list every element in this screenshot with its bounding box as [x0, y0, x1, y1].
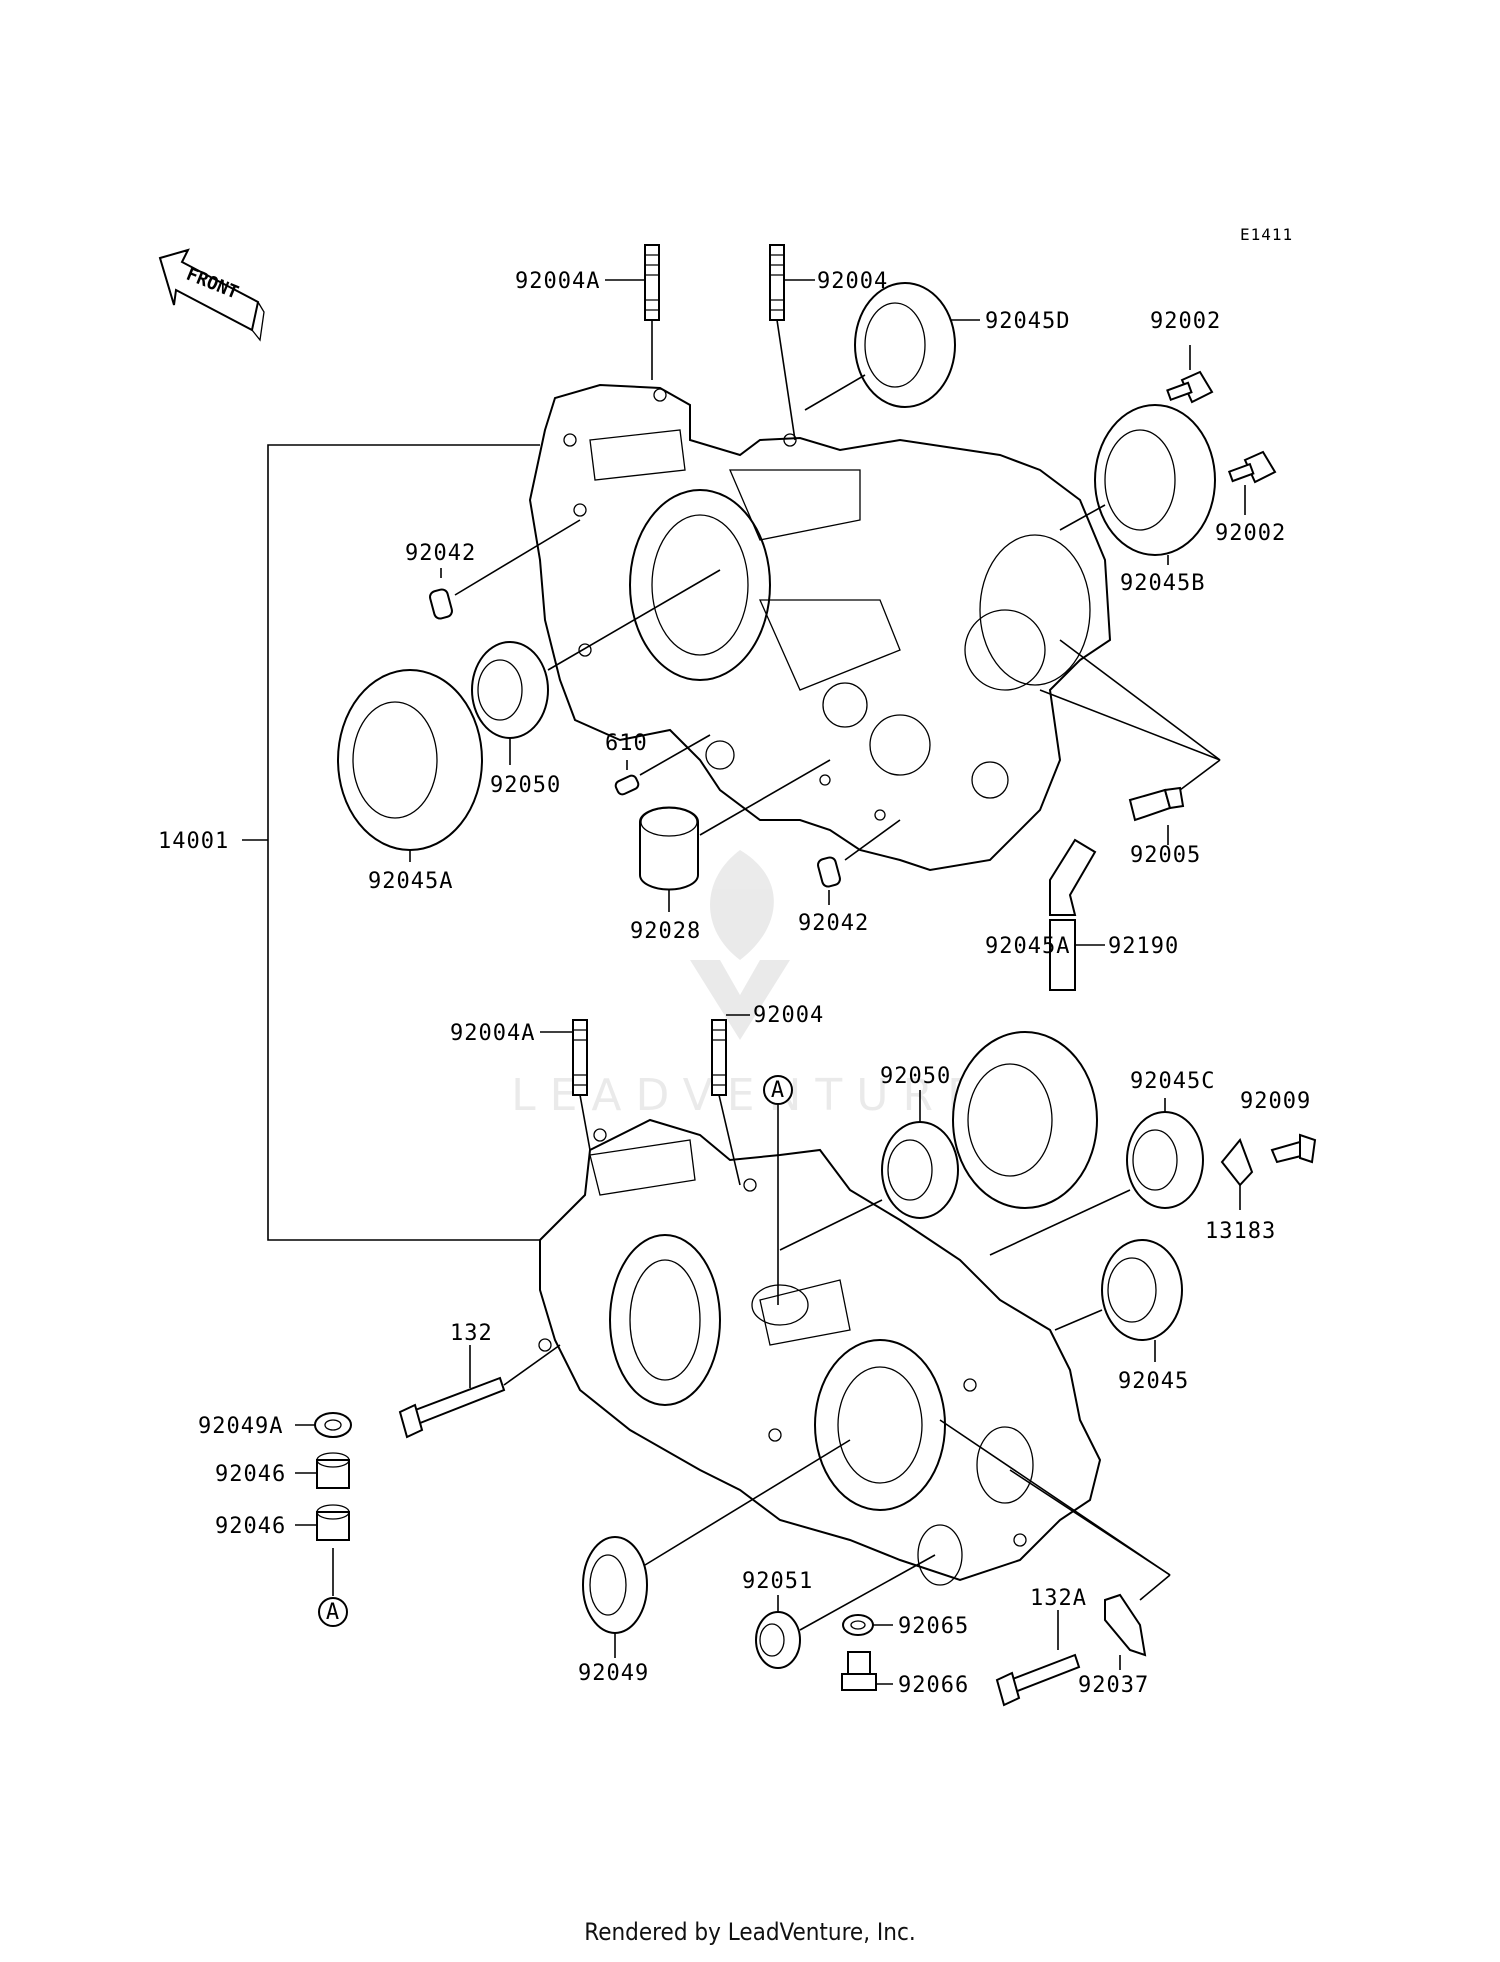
- bolt-132A: [995, 1610, 1081, 1707]
- plate-13183: [1220, 1138, 1254, 1210]
- washer-92065: [842, 1614, 893, 1636]
- callout-92049: 92049: [578, 1661, 649, 1686]
- callout-92065: 92065: [898, 1614, 969, 1639]
- clamp-92037: [939, 1419, 1171, 1670]
- callout-labels: 92004A 92004 92045D 92002 92002 92045B 9…: [158, 269, 1311, 1698]
- callout-92004A-top: 92004A: [515, 269, 600, 294]
- ref-marker-a-upper-label: A: [771, 1078, 785, 1103]
- collar-92028: [639, 759, 831, 912]
- bracket-14001: [242, 444, 540, 1241]
- callout-610: 610: [605, 731, 648, 756]
- ref-marker-a-lower-label: A: [326, 1600, 340, 1625]
- bolt-92002-a: [1166, 345, 1214, 404]
- bolt-132: [398, 1344, 561, 1439]
- diagram-id: E1411: [1240, 225, 1293, 244]
- callout-92045A-mid: 92045A: [985, 934, 1070, 959]
- callout-92045D: 92045D: [985, 309, 1070, 334]
- watermark-text: LEADVENTURE: [511, 1070, 989, 1121]
- bearing-92045C: [989, 1098, 1204, 1256]
- callout-92049A: 92049A: [198, 1414, 283, 1439]
- footer-credit: Rendered by LeadVenture, Inc.: [584, 1918, 916, 1946]
- callout-92045: 92045: [1118, 1369, 1189, 1394]
- callout-92046-b: 92046: [215, 1514, 286, 1539]
- bolt-92002-b: [1227, 450, 1277, 515]
- seal-92049: [582, 1439, 851, 1658]
- dowel-610: [614, 734, 711, 796]
- bolt-92009: [1270, 1133, 1317, 1164]
- dowel-92042-a: [429, 519, 581, 620]
- callout-92042-b: 92042: [798, 911, 869, 936]
- callout-13183: 13183: [1205, 1219, 1276, 1244]
- upper-crankcase: [528, 383, 1112, 872]
- callout-92042-a: 92042: [405, 541, 476, 566]
- callout-92005: 92005: [1130, 843, 1201, 868]
- callout-92046-a: 92046: [215, 1462, 286, 1487]
- seal-92050-bot: [779, 1090, 959, 1251]
- bearing-92045A-top: [337, 669, 483, 862]
- callout-92190: 92190: [1108, 934, 1179, 959]
- callout-132A: 132A: [1030, 1586, 1087, 1611]
- callout-92045B: 92045B: [1120, 571, 1205, 596]
- bearing-92045: [1054, 1239, 1183, 1362]
- hose-92190: [1049, 838, 1105, 991]
- lower-crankcase: [538, 1118, 1102, 1586]
- callout-92045C: 92045C: [1130, 1069, 1215, 1094]
- watermark-logo: LEADVENTURE: [511, 850, 989, 1121]
- needle-bearing-92046-a: [295, 1452, 350, 1489]
- callout-92009: 92009: [1240, 1089, 1311, 1114]
- callout-92050-top: 92050: [490, 773, 561, 798]
- washer-92049A: [295, 1412, 352, 1438]
- callout-92002-b: 92002: [1215, 521, 1286, 546]
- callout-92004-top: 92004: [817, 269, 888, 294]
- front-arrow-icon: FRONT: [158, 248, 265, 342]
- callout-92002-a: 92002: [1150, 309, 1221, 334]
- bearing-92045B: [1059, 404, 1216, 565]
- seal-92050-top: [471, 569, 721, 765]
- ref-marker-a-lower: A: [318, 1597, 348, 1627]
- plug-92066: [841, 1651, 893, 1691]
- ref-marker-a-upper: A: [763, 1075, 793, 1305]
- bearing-92045D: [804, 282, 980, 411]
- callout-132: 132: [450, 1321, 493, 1346]
- callout-92004A-bot: 92004A: [450, 1021, 535, 1046]
- callout-92050-bot: 92050: [880, 1064, 951, 1089]
- seal-92051: [755, 1554, 936, 1669]
- needle-bearing-92046-b: [295, 1504, 350, 1596]
- callout-14001: 14001: [158, 829, 229, 854]
- stud-92004A-bot: [540, 1019, 591, 1151]
- fitting-92005: [1039, 639, 1221, 845]
- stud-92004-top: [769, 244, 815, 441]
- callout-92037: 92037: [1078, 1673, 1149, 1698]
- callout-92066: 92066: [898, 1673, 969, 1698]
- stud-92004-bot: [711, 1014, 750, 1186]
- callout-92051: 92051: [742, 1569, 813, 1594]
- callout-92004-bot: 92004: [753, 1003, 824, 1028]
- stud-92004A-top: [605, 244, 660, 380]
- callout-92028: 92028: [630, 919, 701, 944]
- dowel-92042-b: [817, 819, 901, 905]
- callout-92045A-top: 92045A: [368, 869, 453, 894]
- bearing-92045A-mid: [952, 1031, 1098, 1209]
